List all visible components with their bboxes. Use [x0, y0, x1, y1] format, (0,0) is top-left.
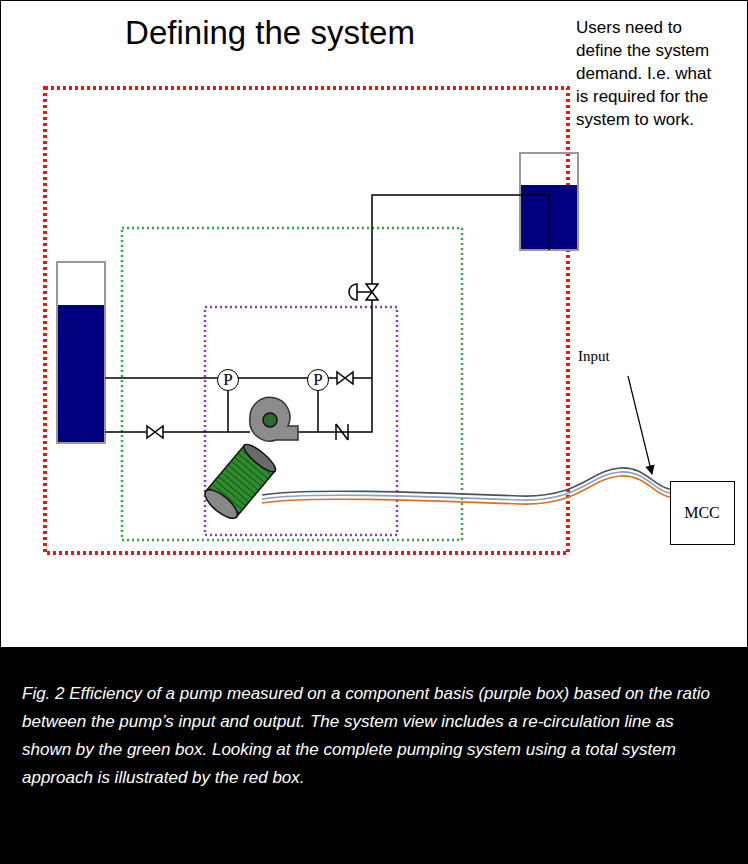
- control-valve: [349, 284, 378, 300]
- pressure-gauge: P: [307, 369, 329, 391]
- suction-valve: [147, 426, 163, 438]
- component-box: [205, 307, 397, 535]
- piping: [105, 195, 549, 432]
- input-leader: [628, 376, 652, 474]
- node-text: P: [313, 370, 322, 390]
- mcc-box: MCC: [670, 481, 735, 545]
- check-valve: [336, 424, 348, 440]
- pump: [250, 397, 298, 441]
- frame: [1, 1, 748, 648]
- node-text: MCC: [684, 504, 720, 522]
- motor: [201, 441, 279, 523]
- node-text: P: [223, 370, 232, 390]
- input-label: Input: [578, 347, 648, 365]
- caption: Fig. 2 Efficiency of a pump measured on …: [22, 680, 712, 792]
- title: Defining the system: [90, 14, 450, 52]
- supply-tank: [57, 262, 105, 443]
- pressure-gauge: P: [217, 369, 239, 391]
- total-system-box: [45, 88, 568, 553]
- system-box: [122, 228, 462, 540]
- recirculation-valve: [337, 372, 353, 384]
- power-cable: [262, 468, 670, 504]
- note: Users need to define the system demand. …: [576, 16, 716, 131]
